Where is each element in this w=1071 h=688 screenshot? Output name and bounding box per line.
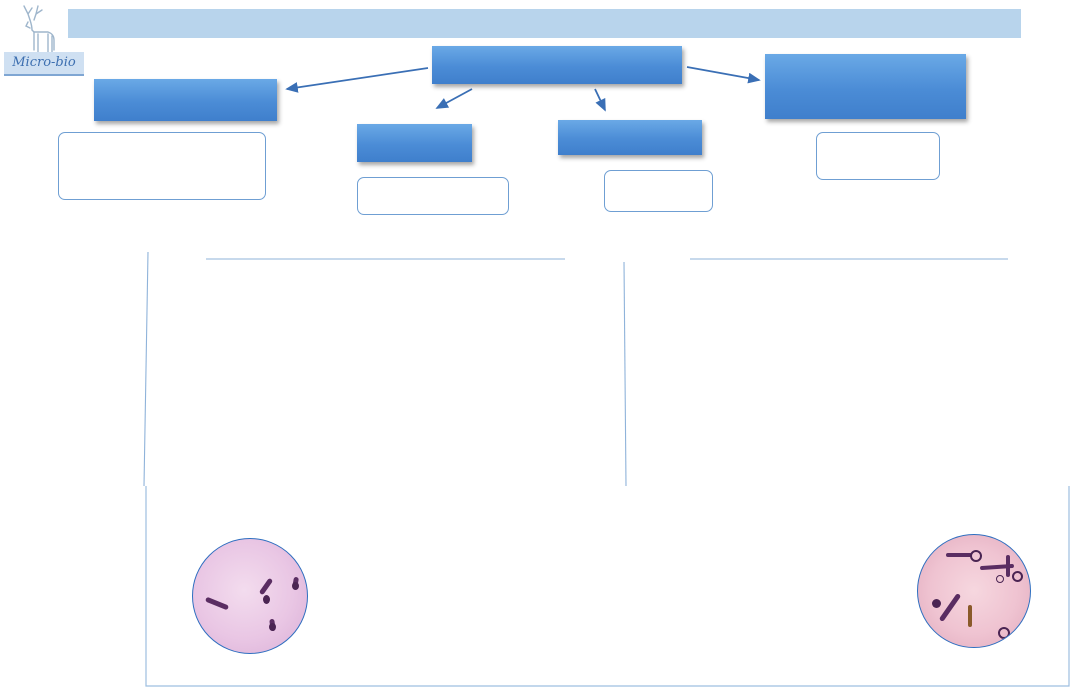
branch-detail-2	[357, 177, 509, 215]
root-concept-box	[432, 46, 682, 84]
arrow-to-branch-2	[435, 88, 473, 109]
images-panel-border	[145, 486, 1070, 687]
header-banner	[68, 9, 1021, 38]
branch-detail-1	[58, 132, 266, 200]
micrograph-terminal-spore-bacilli-icon	[917, 534, 1031, 648]
arrow-to-branch-3	[594, 88, 606, 112]
logo-wordmark: Micro-bio	[4, 52, 84, 76]
branch-box-1	[94, 79, 277, 121]
branch-detail-3	[604, 170, 713, 212]
branch-box-4	[765, 54, 966, 119]
arrow-to-branch-1	[285, 67, 429, 93]
branch-detail-4	[816, 132, 940, 180]
micrograph-drumstick-bacilli-icon	[192, 538, 308, 654]
arrow-to-branch-4	[686, 66, 761, 84]
deer-icon	[23, 5, 55, 53]
branch-box-2	[357, 124, 472, 162]
branch-box-3	[558, 120, 702, 155]
lower-section-lines	[143, 251, 1070, 687]
concept-arrows	[285, 66, 761, 112]
logo: Micro-bio	[2, 2, 86, 78]
center-column-divider	[623, 261, 627, 487]
left-column-divider	[143, 251, 149, 487]
